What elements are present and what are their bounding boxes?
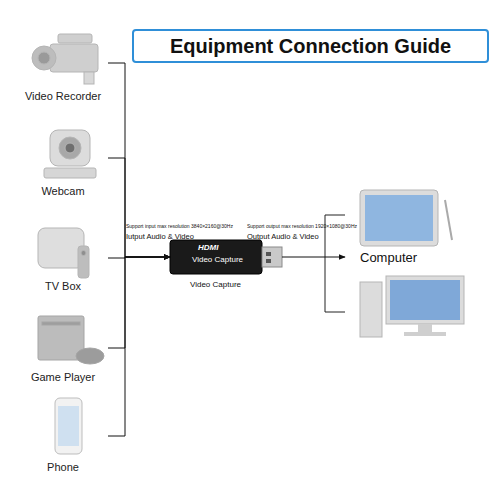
node-label: Computer <box>360 250 417 265</box>
tablet-icon <box>360 190 452 246</box>
device-print: HDMI <box>198 243 218 252</box>
signal-connector <box>282 257 345 258</box>
node-label: Game Player <box>8 371 118 383</box>
signal-label: Iutput Audio & Video <box>126 232 194 241</box>
device-label-box: Phone <box>18 396 108 476</box>
signal-connector <box>108 158 170 257</box>
diagram-title: Equipment Connection Guide <box>133 30 488 62</box>
phone-icon <box>55 398 82 454</box>
spec-note: Support output max resolution 1920×1080@… <box>247 223 357 229</box>
node-label: Phone <box>8 461 118 473</box>
device-print: Video Capture <box>192 255 243 264</box>
desktop-icon <box>360 276 464 337</box>
output-bracket <box>325 215 345 312</box>
capture-dongle-icon <box>170 240 282 274</box>
computer-box: Computer <box>345 188 470 343</box>
signal-connector <box>108 257 170 258</box>
device-label-box: Video Recorder <box>18 28 108 98</box>
signal-connector <box>108 257 170 436</box>
device-label-box: Webcam <box>18 118 108 198</box>
node-label: Webcam <box>8 185 118 197</box>
node-label: Video Capture <box>190 280 241 289</box>
tv-box-icon <box>38 228 89 278</box>
camcorder-icon <box>32 34 98 84</box>
capture-device-box: HDMIVideo CaptureVideo Capture <box>170 240 282 274</box>
node-label: TV Box <box>8 280 118 292</box>
game-console-icon <box>38 316 104 364</box>
device-label-box: TV Box <box>18 220 108 296</box>
node-label: Video Recorder <box>8 90 118 102</box>
webcam-icon <box>44 130 96 178</box>
signal-label: Output Audio & Video <box>247 232 319 241</box>
device-label-box: Game Player <box>18 310 108 386</box>
spec-note: Support input max resolution 3840×2160@3… <box>126 223 233 229</box>
title-banner <box>133 30 488 62</box>
signal-connector <box>108 257 170 348</box>
